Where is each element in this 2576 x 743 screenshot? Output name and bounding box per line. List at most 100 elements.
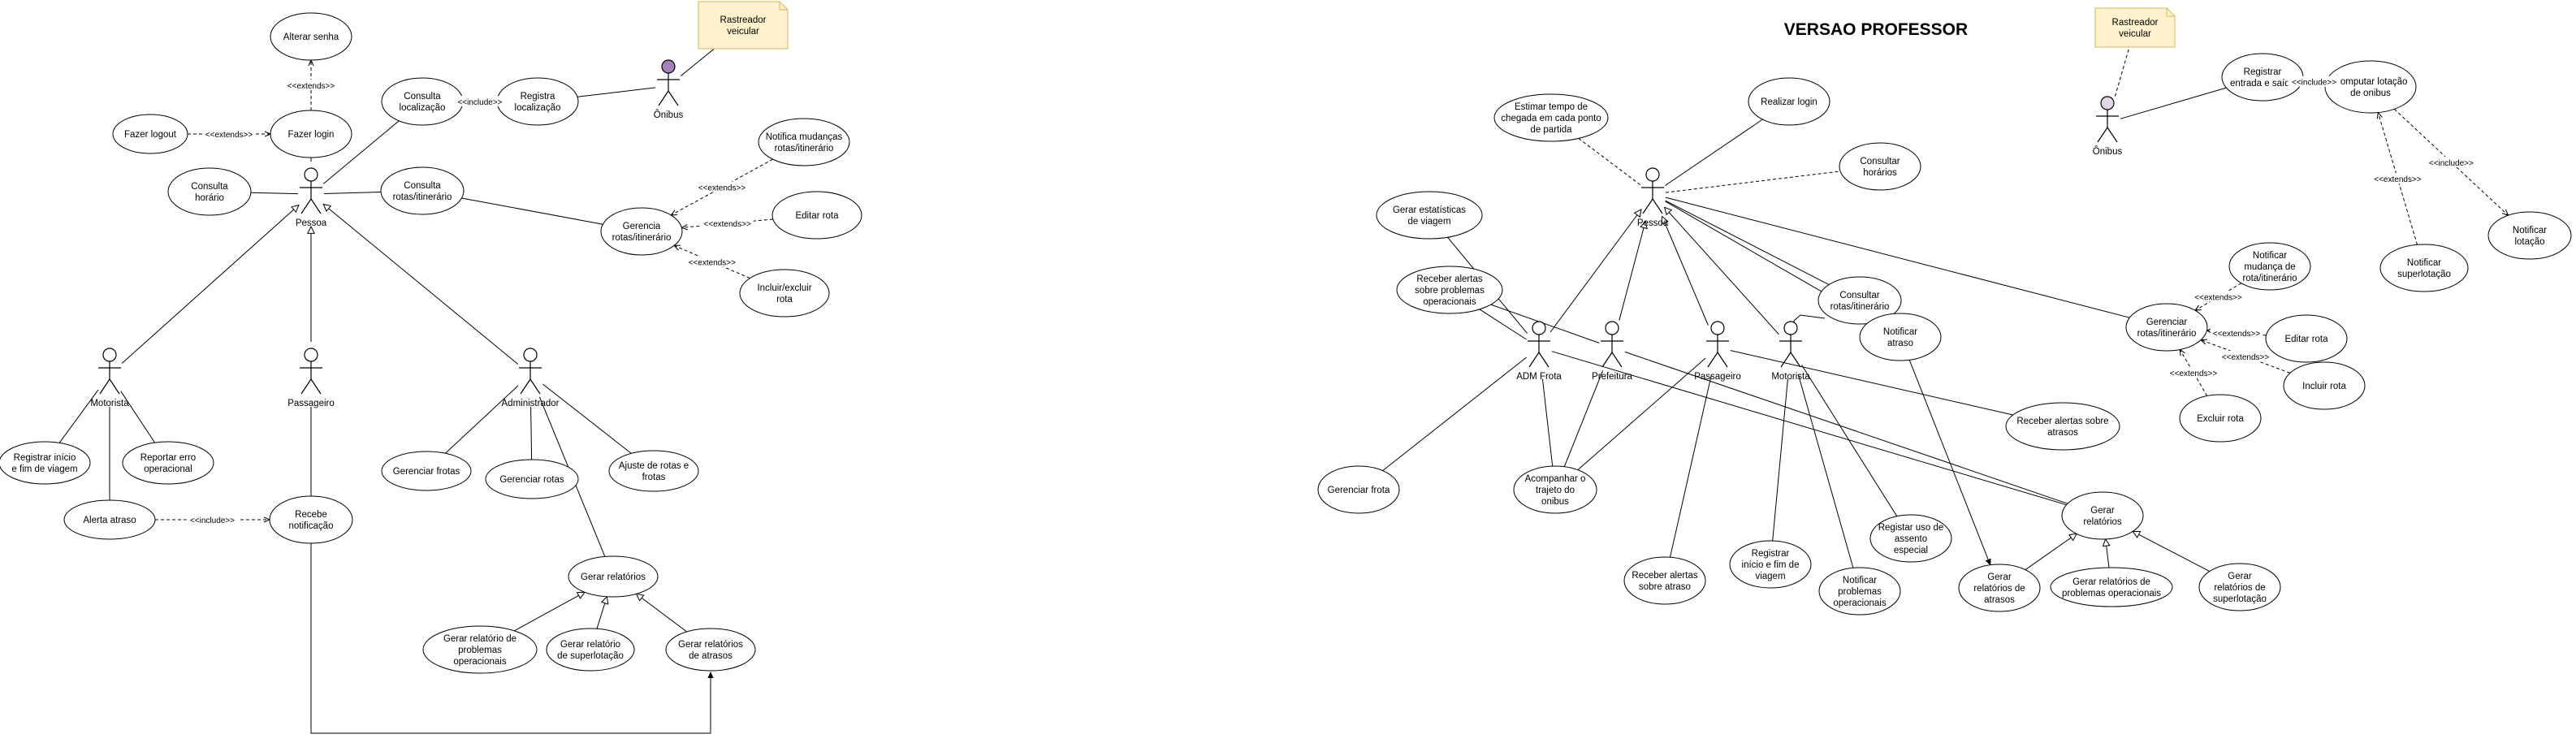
use-case-label: Fazer logout [124,130,177,140]
association-line [2393,108,2508,215]
association-lines [58,46,2508,734]
stereotype-label: <<extends>> [287,82,335,91]
actor-pessoa[interactable]: Pessoa [296,167,327,228]
actor-label: Administrador [502,399,560,408]
actor-passageiro[interactable]: Passageiro [287,348,335,408]
association-line [1619,221,1645,321]
actor-label: Motorista [1771,372,1810,382]
association-line [445,385,519,454]
association-line [1551,351,2067,506]
association-line [1670,375,1712,558]
association-line [120,391,156,443]
actor-onibus[interactable]: Ônibus [2093,96,2123,157]
actor-prefeitura[interactable]: Prefeitura [1592,321,1633,382]
actor-motorista[interactable]: Motorista [1771,321,1810,382]
actor-administrador[interactable]: Administrador [502,348,560,408]
association-line [637,594,687,633]
use-case-editar-rota[interactable]: Editar rota [772,191,862,240]
actor-adm-frota[interactable]: ADM Frota [1516,321,1562,382]
association-line [1662,217,1709,326]
association-line [1490,304,1600,343]
stereotype-label: <<extends>> [698,184,746,193]
association-line [530,406,533,460]
actor-label: Ônibus [654,110,684,120]
association-line [1479,309,1527,340]
stereotype-label: <<extends>> [2222,353,2270,362]
association-line [1665,200,1830,286]
actor-pessoa[interactable]: Pessoa [1637,167,1669,228]
use-case-alerta-atraso[interactable]: Alerta atraso [63,499,156,540]
use-case-alterar-senha[interactable]: Alterar senha [270,12,352,61]
stereotype-label-bg [186,514,239,525]
use-case-gerar-relatorios[interactable]: Gerar relatórios [568,555,659,598]
association-line [1577,357,1706,471]
use-case-gerenciar-rotas[interactable]: Gerenciar rotas [485,459,579,499]
use-case-incluir-rota[interactable]: Incluir rota [2283,361,2366,410]
actor-motorista[interactable]: Motorista [90,348,129,408]
association-line [577,87,656,97]
use-case-realizar-login[interactable]: Realizar login [1748,77,1830,126]
use-case-fazer-logout[interactable]: Fazer logout [112,114,188,154]
use-case-editar-rota[interactable]: Editar rota [2265,314,2348,363]
association-line [596,597,607,629]
use-case-label: Gerenciar frota [1328,486,1390,495]
stereotype-label: <<include>> [2292,79,2336,88]
actor-passageiro[interactable]: Passageiro [1694,321,1741,382]
actor-onibus[interactable]: Ônibus [654,59,684,120]
use-case-excluir-rota[interactable]: Excluir rota [2179,394,2262,443]
stereotype-label-bg [203,128,255,139]
use-case-gerenciar-frota[interactable]: Gerenciar frota [1317,465,1400,514]
use-case-fazer-login[interactable]: Fazer login [270,110,352,158]
diagram-title: VERSAO PROFESSOR [1784,20,1968,39]
stereotype-label: <<extends>> [703,220,751,229]
association-line [1563,370,1604,467]
stereotype-label-bg [2425,156,2478,167]
use-case-gerenciar-frotas[interactable]: Gerenciar frotas [381,451,472,491]
